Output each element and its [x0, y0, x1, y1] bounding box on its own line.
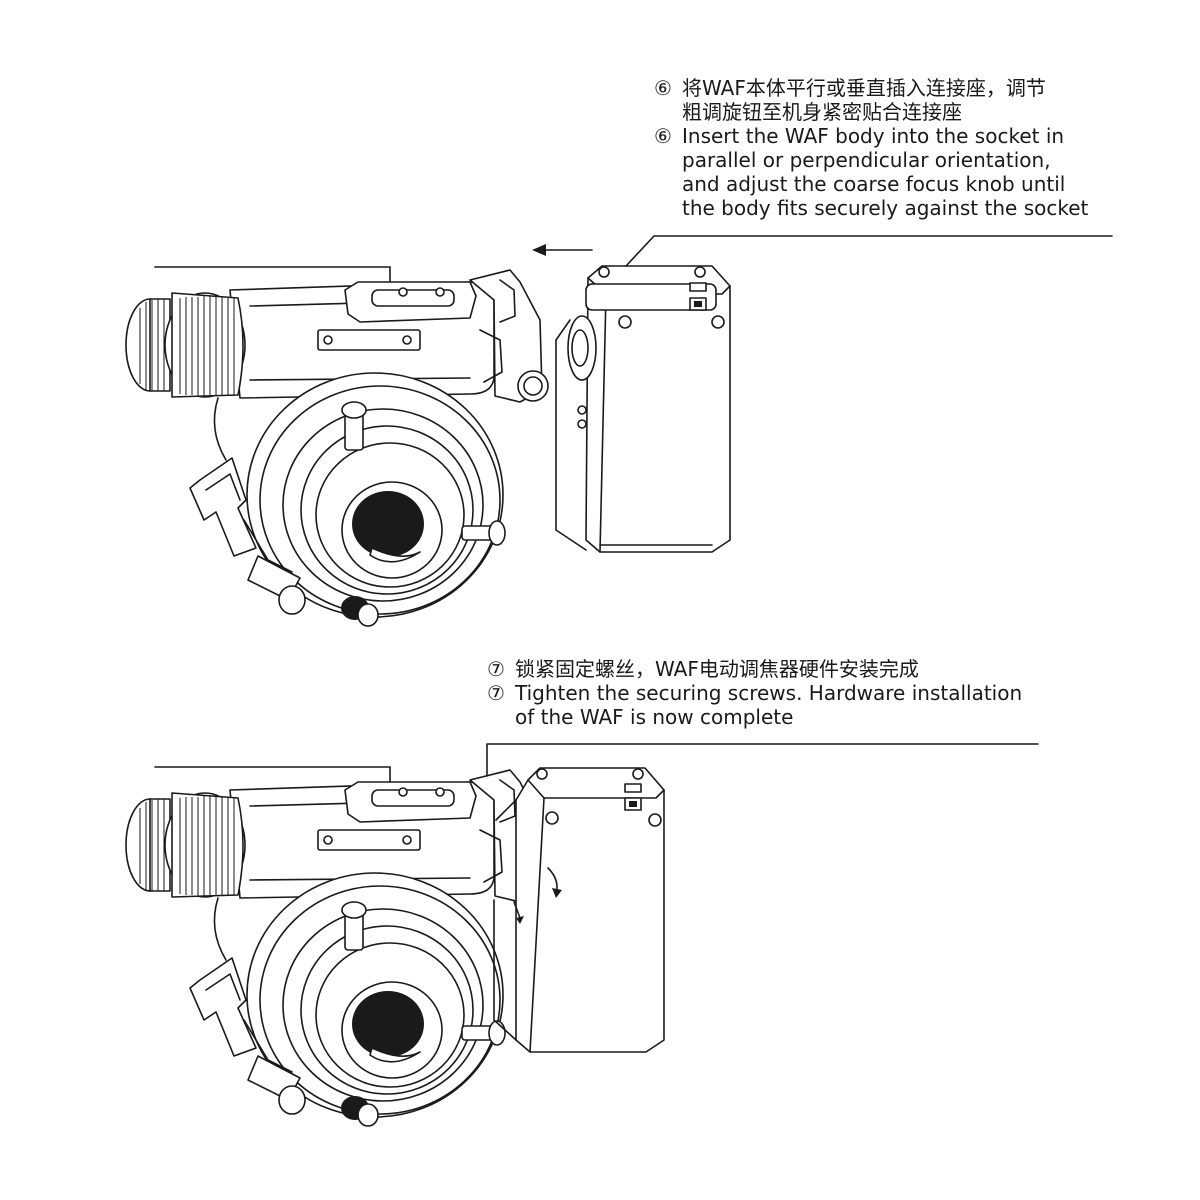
step7-number: ⑦ [487, 657, 505, 681]
step6-waf-body-illustration [555, 265, 731, 553]
step7-leader-line [486, 743, 1039, 777]
step6-leader-line [625, 235, 1113, 267]
step6-en-line3: and adjust the coarse focus knob until [682, 172, 1066, 196]
step7-waf-mounted-illustration [493, 767, 665, 1053]
insert-direction-arrow-icon [532, 244, 593, 256]
step7-focuser-illustration [125, 766, 549, 1127]
step6-focuser-illustration [125, 266, 549, 627]
step6-zh-line2: 粗调旋钮至机身紧密贴合连接座 [682, 100, 962, 124]
step6-number: ⑥ [654, 76, 672, 100]
step7-number-en: ⑦ [487, 681, 505, 705]
step6-en-line4: the body fits securely against the socke… [682, 196, 1089, 220]
step7-en-line2: of the WAF is now complete [515, 705, 794, 729]
step6-number-en: ⑥ [654, 124, 672, 148]
step6-en-line2: parallel or perpendicular orientation, [682, 148, 1051, 172]
